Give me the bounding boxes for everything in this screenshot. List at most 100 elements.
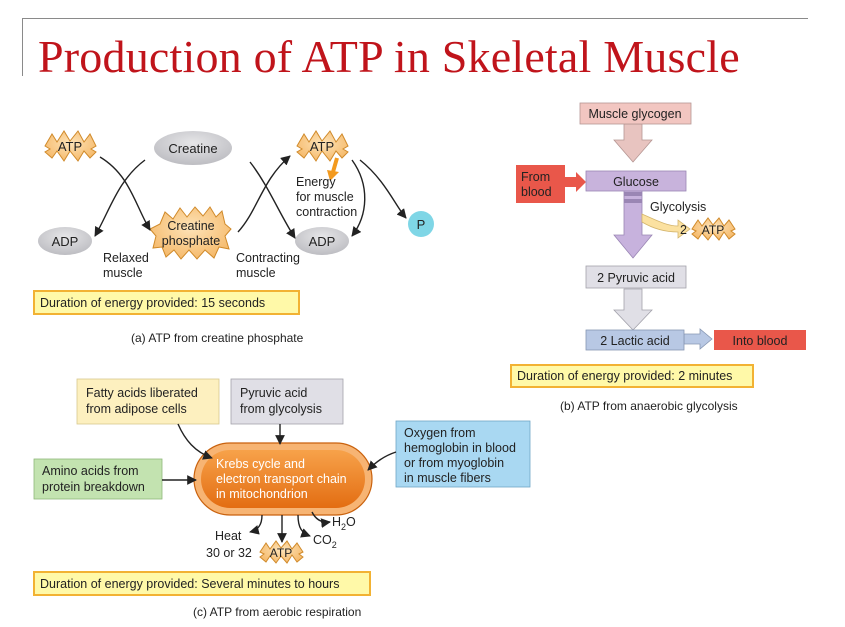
adp-left-oval bbox=[38, 227, 92, 255]
energy-line1: Energy bbox=[296, 175, 336, 189]
aerobic-atp-count: 30 or 32 bbox=[206, 546, 252, 560]
phosphate-circle bbox=[408, 211, 434, 237]
fatty-acids-line1: Fatty acids liberated bbox=[86, 386, 198, 400]
oxygen-line2: hemoglobin in blood bbox=[404, 441, 516, 455]
atp-left-burst bbox=[44, 130, 97, 162]
from-blood-line2: blood bbox=[521, 185, 552, 199]
atp-right-label: ATP bbox=[310, 139, 334, 154]
arrow-adp-to-creatine bbox=[249, 161, 296, 239]
arrow-creatine-to-adp bbox=[94, 159, 146, 237]
caption-a: (a) ATP from creatine phosphate bbox=[131, 331, 304, 345]
glycolysis-atp-burst bbox=[691, 217, 736, 241]
krebs-line2: electron transport chain bbox=[216, 472, 347, 486]
relaxed-line2: muscle bbox=[103, 266, 143, 280]
pyruvic-glycolysis-line1: Pyruvic acid bbox=[240, 386, 307, 400]
oxygen-line3: or from myoglobin bbox=[404, 456, 504, 470]
glycolysis-stripe-2 bbox=[624, 199, 642, 203]
arrow-atp-to-p bbox=[359, 159, 407, 219]
duration-c-box bbox=[33, 571, 371, 596]
caption-b: (b) ATP from anaerobic glycolysis bbox=[560, 399, 738, 413]
pyruvic-down-arrow bbox=[613, 288, 653, 331]
co2-label: CO2 bbox=[313, 533, 337, 550]
creatine-phosphate-line2: phosphate bbox=[162, 234, 220, 248]
krebs-line1: Krebs cycle and bbox=[216, 457, 305, 471]
panel-a-creatine-phosphate: ATP Creatine ATP ADP ADP Creatine phosph… bbox=[33, 130, 434, 345]
mitochondrion-inner bbox=[201, 450, 365, 508]
contracting-line2: muscle bbox=[236, 266, 276, 280]
slide-title: Production of ATP in Skeletal Muscle bbox=[38, 31, 740, 82]
into-blood-box bbox=[714, 330, 806, 350]
creatine-label: Creatine bbox=[168, 141, 217, 156]
caption-c: (c) ATP from aerobic respiration bbox=[193, 605, 361, 619]
arrow-atp-to-adp bbox=[351, 159, 366, 237]
h2o-end: O bbox=[346, 515, 356, 529]
blood-right-arrow bbox=[565, 172, 586, 192]
adp-right-oval bbox=[295, 227, 349, 255]
phosphate-label: P bbox=[417, 217, 426, 232]
glycolysis-atp-label: ATP bbox=[702, 223, 724, 237]
krebs-line3: in mitochondrion bbox=[216, 487, 308, 501]
energy-arrow-shaft bbox=[331, 157, 339, 173]
h2o-main: H bbox=[332, 515, 341, 529]
amino-acids-box bbox=[33, 458, 163, 500]
title-top-rule bbox=[22, 18, 808, 19]
adp-right-label: ADP bbox=[309, 234, 336, 249]
heat-label: Heat bbox=[215, 529, 242, 543]
glucose-box bbox=[585, 170, 687, 192]
aerobic-atp-burst bbox=[259, 540, 304, 564]
glycolysis-atp-arrow bbox=[641, 213, 691, 239]
arrow-cp-to-atp bbox=[237, 155, 291, 233]
duration-b-box bbox=[510, 364, 754, 388]
pyruvic-acid-box bbox=[585, 265, 687, 289]
lactic-right-arrow bbox=[683, 328, 713, 350]
panel-b-anaerobic-glycolysis: Muscle glycogen From blood Glucose Glyco… bbox=[510, 102, 806, 413]
arrow-oxygen-to-mito bbox=[367, 451, 397, 471]
muscle-glycogen-label: Muscle glycogen bbox=[588, 107, 681, 121]
creatine-phosphate-line1: Creatine bbox=[167, 219, 214, 233]
oxygen-line4: in muscle fibers bbox=[404, 471, 491, 485]
muscle-glycogen-box bbox=[579, 102, 692, 125]
h2o-sub: 2 bbox=[341, 522, 346, 532]
amino-acids-line2: protein breakdown bbox=[42, 480, 145, 494]
energy-line3: contraction bbox=[296, 205, 357, 219]
contracting-line1: Contracting bbox=[236, 251, 300, 265]
pyruvic-glycolysis-box bbox=[230, 378, 344, 425]
duration-a-text: Duration of energy provided: 15 seconds bbox=[40, 296, 265, 310]
title-left-rule bbox=[22, 18, 23, 76]
lactic-acid-box bbox=[585, 329, 685, 351]
arrow-atp-to-cp bbox=[99, 156, 151, 231]
relaxed-line1: Relaxed bbox=[103, 251, 149, 265]
fatty-acids-box bbox=[76, 378, 220, 425]
glucose-down-arrow bbox=[613, 189, 653, 259]
arrow-to-heat bbox=[249, 514, 263, 535]
glycolysis-stripe-1 bbox=[624, 192, 642, 196]
energy-arrow-head bbox=[327, 170, 339, 181]
adp-left-label: ADP bbox=[52, 234, 79, 249]
oxygen-line1: Oxygen from bbox=[404, 426, 476, 440]
pyruvic-acid-label: 2 Pyruvic acid bbox=[597, 271, 675, 285]
h2o-label: H2O bbox=[332, 515, 356, 532]
panel-c-aerobic-respiration: Fatty acids liberated from adipose cells… bbox=[33, 378, 531, 619]
energy-line2: for muscle bbox=[296, 190, 354, 204]
co2-sub: 2 bbox=[332, 540, 337, 550]
amino-acids-line1: Amino acids from bbox=[42, 464, 139, 478]
atp-right-burst bbox=[296, 130, 349, 162]
glucose-label: Glucose bbox=[613, 175, 659, 189]
creatine-phosphate-burst bbox=[149, 206, 232, 260]
into-blood-label: Into blood bbox=[733, 334, 788, 348]
pyruvic-glycolysis-line2: from glycolysis bbox=[240, 402, 322, 416]
arrow-fatty-to-mito bbox=[177, 423, 213, 460]
atp-left-label: ATP bbox=[58, 139, 82, 154]
glycolysis-atp-count: 2 bbox=[680, 223, 687, 237]
from-blood-line1: From bbox=[521, 170, 550, 184]
creatine-oval bbox=[154, 131, 232, 165]
co2-main: CO bbox=[313, 533, 332, 547]
duration-a-box bbox=[33, 290, 300, 315]
duration-b-text: Duration of energy provided: 2 minutes bbox=[517, 369, 732, 383]
fatty-acids-line2: from adipose cells bbox=[86, 402, 187, 416]
glycolysis-label: Glycolysis bbox=[650, 200, 706, 214]
lactic-acid-label: 2 Lactic acid bbox=[600, 334, 670, 348]
oxygen-box bbox=[395, 420, 531, 488]
from-blood-box bbox=[516, 165, 565, 203]
